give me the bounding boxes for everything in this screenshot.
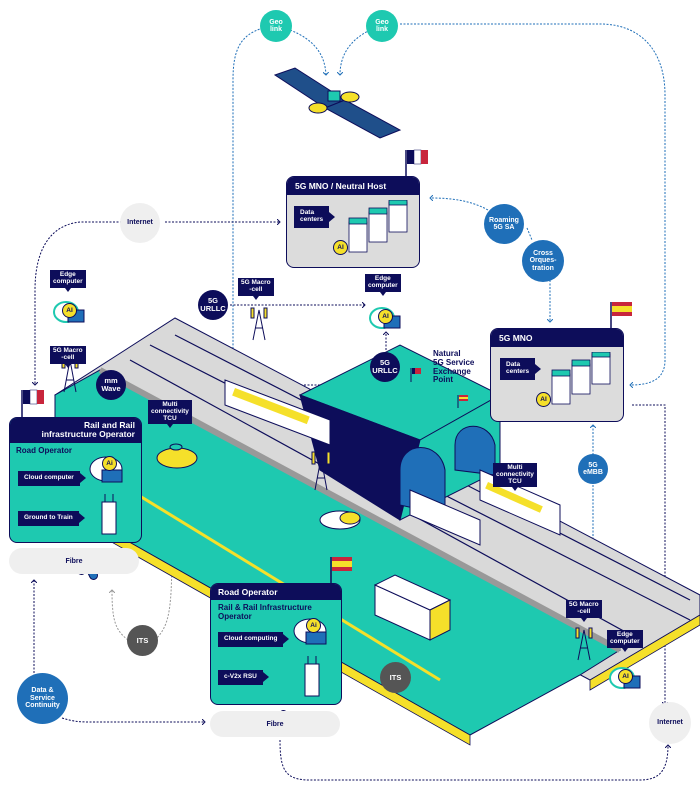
tcu-tag-train: Multi connectivity TCU bbox=[493, 463, 537, 492]
its-bubble-right: ITS bbox=[380, 662, 411, 693]
cross-orchestration-bubble: Cross Orques- tration bbox=[522, 240, 564, 282]
flag-spain-exchange bbox=[457, 395, 468, 408]
ai-badge-center-operator: Ai bbox=[306, 618, 321, 633]
its-left-arrow bbox=[112, 590, 129, 641]
satellite-icon bbox=[273, 67, 402, 139]
ai-badge-edge-right: AI bbox=[618, 669, 633, 684]
flag-france-exchange bbox=[410, 368, 421, 382]
cloud-computing-label: Cloud computing bbox=[218, 632, 290, 647]
continuity-right bbox=[61, 717, 205, 722]
server-stack-icon-host bbox=[348, 200, 408, 253]
ai-badge-host: AI bbox=[333, 240, 348, 255]
tower-right bbox=[575, 627, 593, 661]
car-yellow bbox=[156, 443, 198, 469]
cv2x-rsu-label: c-V2x RSU bbox=[218, 670, 269, 685]
urllc-bubble-center: 5G URLLC bbox=[370, 352, 400, 382]
bottom-loop bbox=[279, 739, 668, 781]
geo-link-left-line bbox=[232, 27, 264, 560]
geo-right-to-mno bbox=[400, 23, 666, 385]
left-operator-title: Rail and Rail infrastructure Operator bbox=[10, 418, 141, 443]
car-white bbox=[319, 510, 361, 530]
server-stack-icon-spain bbox=[551, 352, 611, 405]
macro-cell-tag-right: 5G Macro -cell bbox=[566, 600, 602, 622]
exchange-point-label: Natural 5G Service Exchange Point bbox=[433, 349, 475, 385]
tunnel-arch-2 bbox=[454, 425, 496, 476]
data-centers-label-host: Data centers bbox=[294, 206, 336, 228]
left-operator-subtitle: Road Operator bbox=[16, 445, 73, 455]
tcu-tag-car: Multi connectivity TCU bbox=[148, 400, 192, 429]
cloud-computer-label: Cloud computer bbox=[18, 471, 86, 486]
ai-badge-edge-left: AI bbox=[62, 303, 77, 318]
data-service-continuity-bubble: Data & Service Continuity bbox=[17, 673, 68, 724]
train-left-window bbox=[232, 388, 310, 425]
tower-tunnel bbox=[311, 451, 331, 491]
ai-badge-left-operator: Ai bbox=[102, 456, 117, 471]
geo-link-right-arrow bbox=[340, 29, 371, 75]
edge-computer-tag-right: Edge computer bbox=[607, 630, 643, 652]
geo-link-bubble-right: Geo link bbox=[366, 10, 398, 42]
mno-spain-title: 5G MNO bbox=[491, 329, 623, 347]
edge-computer-tag-center: Edge computer bbox=[365, 274, 401, 296]
macro-cell-tag-left: 5G Macro -cell bbox=[50, 346, 86, 368]
center-operator-title: Road Operator bbox=[211, 584, 341, 600]
roaming-5gsa-bubble: Roaming 5G SA bbox=[484, 204, 524, 244]
bus bbox=[373, 574, 452, 641]
macro-cell-tag-center: 5G Macro -cell bbox=[238, 278, 274, 300]
mno-neutral-host-title: 5G MNO / Neutral Host bbox=[287, 177, 419, 195]
geo-link-bubble-left: Geo link bbox=[260, 10, 292, 42]
data-centers-label-spain: Data centers bbox=[500, 358, 542, 380]
urllc-bubble-left: 5G URLLC bbox=[198, 290, 228, 320]
embb-bubble: 5G eMBB bbox=[578, 454, 608, 484]
roaming-to-host bbox=[430, 198, 489, 211]
flag-france-left bbox=[21, 389, 44, 420]
its-bubble-left: ITS bbox=[127, 625, 158, 656]
fibre-pill-center: Fibre bbox=[210, 711, 340, 737]
roaming-to-cross bbox=[526, 227, 533, 241]
fibre-pill-left: Fibre bbox=[9, 548, 139, 574]
train-right-window bbox=[485, 482, 543, 513]
rsu-device-icon bbox=[304, 656, 320, 697]
ground-to-train-device-icon bbox=[101, 494, 117, 535]
edge-computer-tag-left: Edge computer bbox=[50, 270, 86, 292]
ai-badge-spain: AI bbox=[536, 392, 551, 407]
geo-link-left-arrow bbox=[289, 29, 326, 75]
ground-to-train-label: Ground to Train bbox=[18, 511, 85, 526]
mmwave-bubble: mm Wave bbox=[96, 370, 126, 400]
train-bullet bbox=[409, 489, 481, 546]
ai-badge-edge-center: AI bbox=[378, 309, 393, 324]
tower-center bbox=[250, 307, 268, 341]
internet-bubble-top: Internet bbox=[120, 203, 160, 243]
center-operator-subtitle: Rail & Rail Infrastructure Operator bbox=[218, 603, 312, 622]
internet-bubble-bottom: Internet bbox=[649, 702, 691, 744]
